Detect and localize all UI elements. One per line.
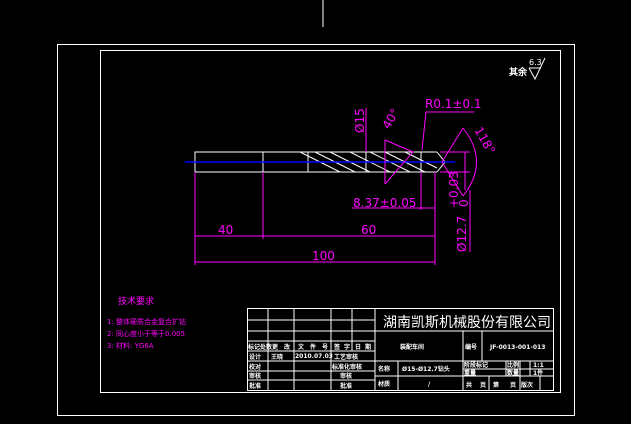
- process-review: 工艺审核: [334, 353, 358, 361]
- dimension-lines: [194, 108, 477, 265]
- row-label: 审核: [249, 372, 261, 380]
- scale-value: 1:1: [533, 362, 544, 369]
- header-cell: 签: [333, 343, 341, 351]
- roughness-value: 6.3: [529, 58, 542, 67]
- dim-40: 40: [218, 223, 233, 237]
- tech-item: 1: 整体硬质合金复合扩钻: [107, 317, 186, 326]
- code-label: 编号: [465, 343, 477, 351]
- header-cell: 字: [344, 343, 350, 351]
- dim-tol-upper: +0.03: [447, 171, 461, 208]
- roughness-label: 其余: [509, 66, 528, 78]
- header-cell: 更: [272, 343, 279, 351]
- standardization: 标准化审核: [331, 363, 362, 371]
- drawing-number: JF-0013-001-013: [489, 344, 545, 351]
- roughness-symbol: 其余 6.3: [509, 57, 546, 81]
- dim-angle-40: 40°: [379, 106, 402, 131]
- quantity-label: 数量: [507, 369, 519, 377]
- stage-label: 阶段标记: [464, 361, 488, 369]
- header-cell: 件: [310, 343, 316, 351]
- row-label: 批准: [249, 382, 261, 390]
- tech-title: 技术要求: [118, 295, 154, 307]
- header-cell: 号: [322, 343, 328, 351]
- review: 审核: [340, 372, 352, 380]
- tech-item: 2: 同心度小于等于0.005: [107, 329, 185, 338]
- header-cell: 文: [297, 343, 305, 351]
- row-label: 校对: [249, 363, 261, 371]
- inner-frame: [100, 50, 561, 393]
- tech-item: 3: 材料: YG6A: [107, 341, 154, 350]
- header-cell: 改: [284, 343, 291, 351]
- sheet-unit: 页: [510, 381, 516, 389]
- weight-label: 重量: [464, 369, 476, 377]
- dim-diameter-15: Ø15: [353, 108, 367, 133]
- design-date: 2010.07.03: [295, 353, 333, 360]
- company-name: 湖南凯斯机械股份有限公司: [383, 315, 551, 331]
- dim-diameter-12-7: Ø12.7: [455, 216, 469, 252]
- roughness-check-icon: [528, 57, 546, 81]
- title-block: [247, 308, 554, 391]
- header-cell: 日: [355, 344, 361, 351]
- workshop: 装配车间: [399, 343, 424, 351]
- revision-label: 版次: [520, 381, 533, 389]
- sheet-no-label: 第: [492, 381, 499, 389]
- scale-label: 比例: [507, 361, 519, 369]
- dim-60: 60: [361, 223, 376, 237]
- approve: 批准: [340, 382, 352, 390]
- outer-frame: [57, 44, 575, 416]
- dim-100: 100: [312, 249, 335, 263]
- designer: 王晓: [271, 353, 283, 361]
- material-value: /: [428, 381, 431, 388]
- part-name: Ø15-Ø12.7钻头: [402, 365, 450, 373]
- material-label: 材质: [377, 380, 390, 388]
- header-cell: 期: [364, 343, 371, 351]
- name-label: 名称: [378, 365, 390, 373]
- header-cell: 标记处数: [247, 343, 273, 351]
- tech-requirements: 技术要求 1: 整体硬质合金复合扩钻 2: 同心度小于等于0.005 3: 材料…: [107, 295, 186, 350]
- quantity-value: 1件: [533, 369, 543, 377]
- dim-step-length: 8.37±0.05: [353, 196, 417, 210]
- sheet-total-label: 共: [466, 381, 472, 389]
- dim-radius: R0.1±0.1: [425, 97, 482, 111]
- row-label: 设计: [249, 353, 261, 361]
- dim-tol-lower: 0: [457, 199, 471, 207]
- sheet-unit: 页: [480, 381, 486, 389]
